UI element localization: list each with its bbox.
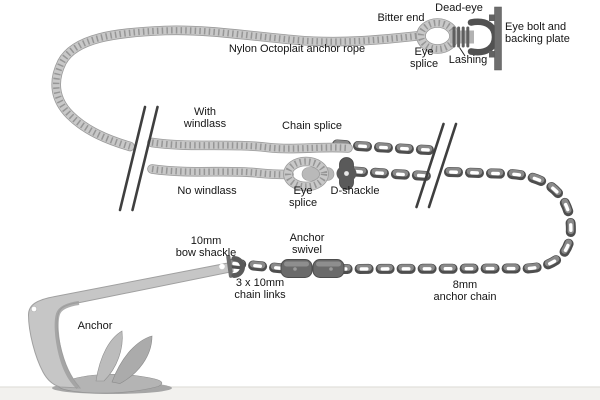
anchor-rope-illustration — [51, 25, 426, 152]
label-bow-shackle: 10mm bow shackle — [175, 235, 237, 259]
label-nylon-rope: Nylon Octoplait anchor rope — [228, 43, 366, 55]
label-eye-splice-mid: Eye splice — [288, 185, 318, 209]
eye-bolt-plate-illustration — [489, 6, 502, 71]
break-mark-left — [118, 105, 159, 212]
label-bitter-end: Bitter end — [377, 12, 425, 24]
label-anchor: Anchor — [77, 320, 113, 332]
label-anchor-chain: 8mm anchor chain — [433, 279, 497, 303]
no-windlass-rope-illustration — [147, 164, 294, 180]
eye-splice-mid-illustration — [283, 156, 335, 192]
lashing-leader-line — [459, 47, 466, 57]
label-chain-links: 3 x 10mm chain links — [234, 277, 286, 301]
label-with-windlass: With windlass — [183, 106, 227, 130]
label-lashing: Lashing — [448, 54, 488, 66]
windlass-rope-illustration — [147, 137, 353, 154]
label-chain-splice: Chain splice — [282, 120, 342, 132]
lashing-illustration — [450, 26, 474, 48]
bow-shackle-illustration — [226, 254, 245, 278]
anchor-chain-illustration — [336, 167, 576, 274]
label-dead-eye: Dead-eye — [435, 2, 483, 14]
anchor-swivel-illustration — [280, 259, 345, 278]
anchor-fluke-icon — [95, 330, 123, 382]
d-shackle-illustration — [336, 157, 357, 190]
d-shackle-chain-illustration — [349, 166, 432, 181]
label-eye-splice-top: Eye splice — [409, 46, 439, 70]
label-d-shackle: D-shackle — [330, 185, 380, 197]
label-no-windlass: No windlass — [177, 185, 237, 197]
break-mark-right — [415, 122, 458, 209]
label-anchor-swivel: Anchor swivel — [289, 232, 325, 256]
label-eye-bolt-backing-plate: Eye bolt and backing plate — [505, 21, 570, 45]
dead-eye-illustration — [467, 18, 499, 56]
anchor-illustration — [27, 261, 234, 394]
